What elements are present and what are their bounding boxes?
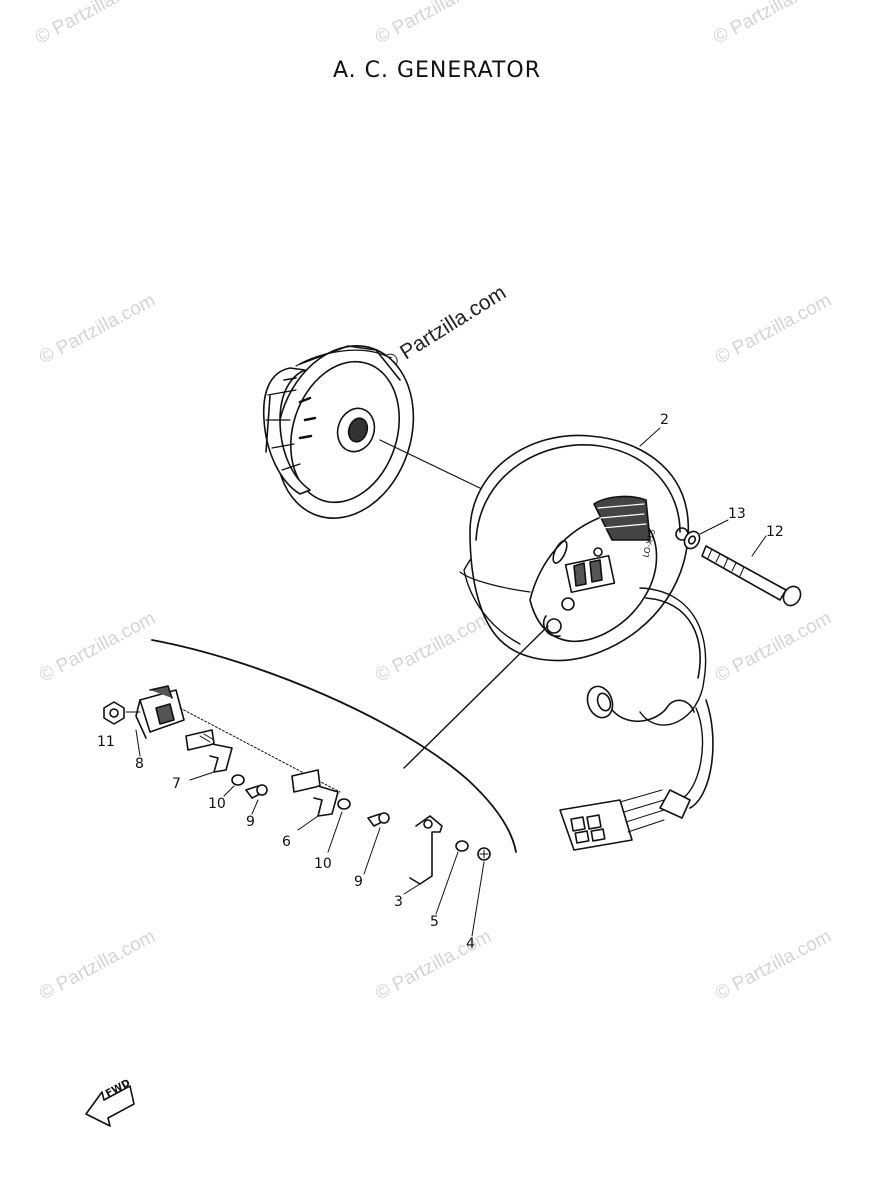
page-title: A. C. GENERATOR [332,58,542,83]
callout-label: 13 [728,506,746,522]
bolt [701,545,802,607]
washer [683,530,701,550]
callout-label: 6 [282,834,291,850]
leader-line [379,439,485,491]
group-bracket [151,639,517,853]
callout-label: 3 [394,894,403,910]
screw [367,812,390,827]
brush-holder [135,685,185,739]
callout-label: 2 [660,412,669,428]
washer [231,774,245,786]
callout-label: 10 [314,856,332,872]
callout-label: 8 [135,756,144,772]
brush [291,769,339,817]
stator-assembly: LO-X15 [459,434,714,851]
callout-label: 11 [97,734,115,750]
callout-label: 10 [208,796,226,812]
leader-line [403,625,549,769]
washer [455,840,469,852]
callout-label: 12 [766,524,784,540]
flywheel-rotor [262,345,415,519]
washer [337,798,351,810]
brush [185,729,233,773]
callout-label: 9 [246,814,255,830]
callout-label: 7 [172,776,181,792]
callout-label: 4 [466,936,475,952]
forward-arrow-icon [85,1085,135,1127]
plate [409,815,443,885]
screw [477,847,491,861]
callout-label: 9 [354,874,363,890]
screw [245,784,268,799]
nut [103,701,125,725]
callout-label: 5 [430,914,439,930]
